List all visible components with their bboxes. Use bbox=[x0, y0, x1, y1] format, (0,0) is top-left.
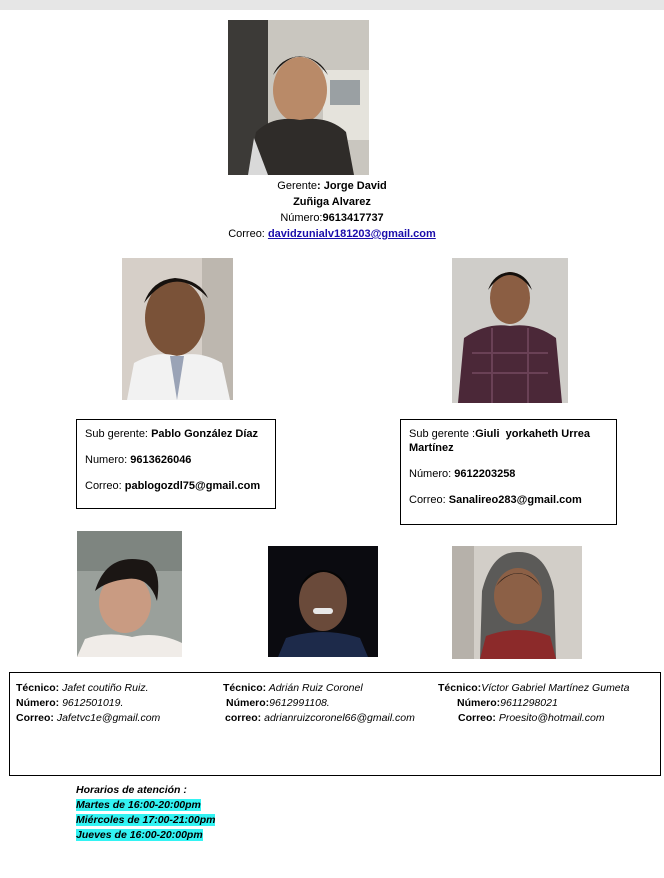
technician-3-email-line: Correo: Proesito@hotmail.com bbox=[438, 711, 629, 726]
technician-1-number-label: Número: bbox=[16, 697, 60, 709]
manager-email-label: Correo: bbox=[228, 228, 268, 240]
technician-3-role-label: Técnico: bbox=[438, 682, 482, 694]
technician-2-number: 9612991108. bbox=[269, 697, 330, 709]
technician-1-email: Jafetvc1e@gmail.com bbox=[53, 712, 161, 724]
sub-manager-2-number-line: Número: 9612203258 bbox=[409, 467, 608, 481]
technician-2-role-label: Técnico: bbox=[223, 682, 267, 694]
top-bar bbox=[0, 0, 664, 10]
manager-name-line-1: Gerente: Jorge David bbox=[0, 178, 664, 194]
sub-manager-2-number: 9612203258 bbox=[454, 468, 516, 480]
manager-number-label: Número: bbox=[280, 212, 323, 224]
sub-manager-1-email-line: Correo: pablogozdl75@gmail.com bbox=[85, 479, 267, 493]
sub-manager-1-card: Sub gerente: Pablo González Díaz Numero:… bbox=[76, 419, 276, 509]
technician-1-email-line: Correo: Jafetvc1e@gmail.com bbox=[16, 711, 160, 726]
technician-1-photo bbox=[77, 531, 182, 657]
sub-manager-1-name: Pablo González Díaz bbox=[151, 428, 259, 440]
technician-2-photo bbox=[268, 546, 378, 657]
technician-2-info: Técnico: Adrián Ruiz Coronel Número:9612… bbox=[223, 681, 415, 726]
technician-2-name-line: Técnico: Adrián Ruiz Coronel bbox=[223, 681, 415, 696]
sub-manager-1-number-label: Numero: bbox=[85, 454, 131, 466]
sub-manager-1-number-line: Numero: 9613626046 bbox=[85, 453, 267, 467]
manager-number: 9613417737 bbox=[322, 212, 384, 224]
technician-1-name-line: Técnico: Jafet coutiño Ruiz. bbox=[16, 681, 160, 696]
technicians-card: Técnico: Jafet coutiño Ruiz. Número: 961… bbox=[9, 672, 661, 776]
manager-role-label: Gerente bbox=[277, 180, 318, 192]
sub-manager-2-role-label: Sub gerente : bbox=[409, 428, 476, 440]
manager-name-line-2: Zuñiga Alvarez bbox=[0, 194, 664, 210]
sub-manager-2-email-label: Correo: bbox=[409, 494, 449, 506]
technician-1-role-label: Técnico: bbox=[16, 682, 60, 694]
technician-3-email-label: Correo: bbox=[458, 712, 496, 724]
technician-3-photo bbox=[452, 546, 582, 659]
sub-manager-2-name-line: Sub gerente :Giuli yorkaheth Urrea Martí… bbox=[409, 427, 608, 455]
office-hours-line-3: Jueves de 16:00-20:00pm bbox=[76, 828, 215, 843]
technician-1-info: Técnico: Jafet coutiño Ruiz. Número: 961… bbox=[16, 681, 160, 726]
sub-manager-1-number: 9613626046 bbox=[130, 454, 192, 466]
technician-3-number: 9611298021 bbox=[500, 697, 558, 709]
technician-3-email: Proesito@hotmail.com bbox=[495, 712, 605, 724]
sub-manager-1-email-label: Correo: bbox=[85, 480, 125, 492]
technician-2-number-label: Número: bbox=[226, 697, 270, 709]
sub-manager-1-role-label: Sub gerente: bbox=[85, 428, 152, 440]
manager-email-line: Correo: davidzunialv181203@gmail.com bbox=[0, 226, 664, 242]
technician-1-number: 9612501019. bbox=[59, 697, 124, 709]
manager-email-link[interactable]: davidzunialv181203@gmail.com bbox=[267, 228, 436, 240]
sub-manager-1-email: pablogozdl75@gmail.com bbox=[124, 480, 261, 492]
sub-manager-2-number-label: Número: bbox=[409, 468, 455, 480]
sub-manager-2-email-line: Correo: Sanalireo283@gmail.com bbox=[409, 493, 608, 507]
manager-name-first: : Jorge David bbox=[317, 180, 387, 192]
office-hours-line-2: Miércoles de 17:00-21:00pm bbox=[76, 813, 216, 828]
technician-1-name: Jafet coutiño Ruiz. bbox=[59, 682, 149, 694]
sub-manager-2-photo bbox=[452, 258, 568, 403]
office-hours-thursday: Jueves de 16:00-20:00pm bbox=[76, 829, 203, 841]
technician-1-email-label: Correo: bbox=[16, 712, 54, 724]
sub-manager-2-email: Sanalireo283@gmail.com bbox=[448, 494, 582, 506]
manager-info: Gerente: Jorge David Zuñiga Alvarez Núme… bbox=[0, 178, 664, 242]
technician-1-number-line: Número: 9612501019. bbox=[16, 696, 160, 711]
sub-manager-2-name: Giuli yorkaheth Urrea Martínez bbox=[409, 428, 594, 454]
manager-name-last: Zuñiga Alvarez bbox=[293, 196, 371, 208]
manager-number-line: Número:9613417737 bbox=[0, 210, 664, 226]
technician-2-number-line: Número:9612991108. bbox=[223, 696, 415, 711]
office-hours-tuesday: Martes de 16:00-20:00pm bbox=[76, 799, 201, 811]
technician-3-name-line: Técnico:Víctor Gabriel Martínez Gumeta bbox=[438, 681, 629, 696]
sub-manager-1-name-line: Sub gerente: Pablo González Díaz bbox=[85, 427, 267, 441]
technician-3-number-line: Número:9611298021 bbox=[438, 696, 629, 711]
technician-2-email-line: correo: adrianruizcoronel66@gmail.com bbox=[223, 711, 415, 726]
technician-3-name: Víctor Gabriel Martínez Gumeta bbox=[481, 682, 630, 694]
office-hours-title: Horarios de atención : bbox=[76, 784, 187, 796]
technician-3-number-label: Número: bbox=[457, 697, 501, 709]
technician-2-email: adrianruizcoronel66@gmail.com bbox=[261, 712, 415, 724]
office-hours-line-1: Martes de 16:00-20:00pm bbox=[76, 798, 215, 813]
technician-2-email-label: correo: bbox=[225, 712, 262, 724]
technician-2-name: Adrián Ruiz Coronel bbox=[266, 682, 363, 694]
office-hours-wednesday: Miércoles de 17:00-21:00pm bbox=[76, 814, 216, 826]
manager-photo bbox=[228, 20, 369, 175]
sub-manager-1-photo bbox=[122, 258, 233, 400]
sub-manager-2-card: Sub gerente :Giuli yorkaheth Urrea Martí… bbox=[400, 419, 617, 525]
office-hours: Horarios de atención : Martes de 16:00-2… bbox=[76, 783, 216, 843]
technician-3-info: Técnico:Víctor Gabriel Martínez Gumeta N… bbox=[438, 681, 629, 726]
